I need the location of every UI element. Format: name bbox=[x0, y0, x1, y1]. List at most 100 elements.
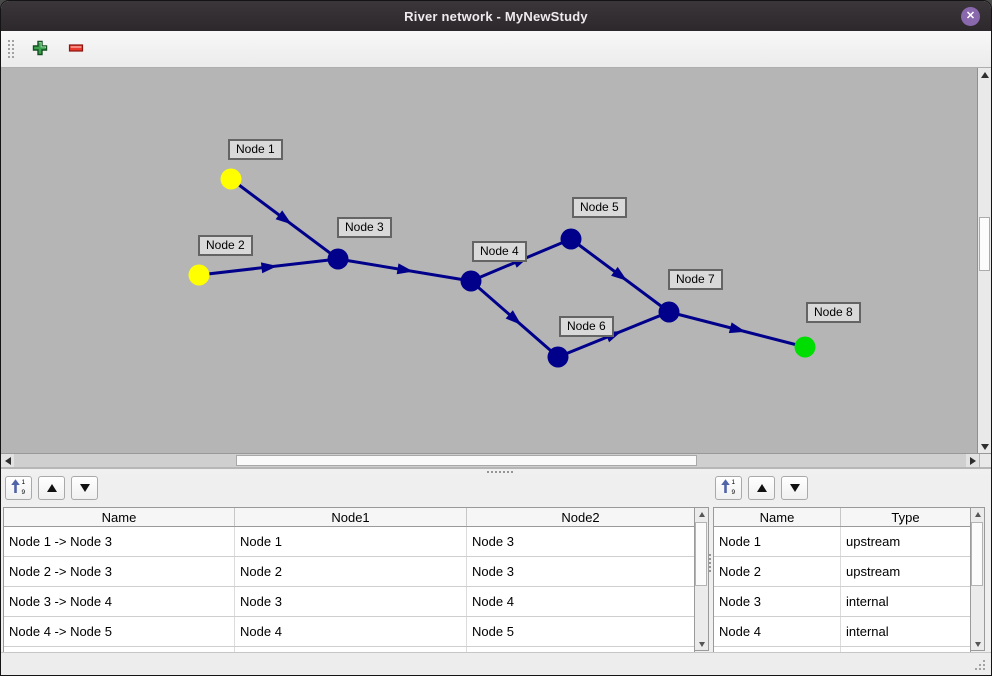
links-table-scrollbar[interactable] bbox=[695, 507, 709, 651]
node-label-node7[interactable]: Node 7 bbox=[668, 269, 723, 290]
scroll-down-button[interactable] bbox=[978, 440, 991, 453]
canvas-vscroll-track[interactable] bbox=[978, 81, 991, 440]
table-cell[interactable]: Node 1 -> Node 3 bbox=[4, 527, 235, 556]
nodes-move-up-button[interactable] bbox=[748, 476, 775, 500]
table-cell[interactable]: internal bbox=[846, 594, 889, 609]
links-scroll-thumb[interactable] bbox=[695, 522, 707, 586]
scroll-up-icon bbox=[698, 511, 705, 517]
column-header-name[interactable]: Name bbox=[714, 508, 841, 526]
scroll-down-button[interactable] bbox=[971, 638, 984, 650]
table-cell[interactable]: Node 3 -> Node 4 bbox=[4, 587, 235, 616]
scroll-up-button[interactable] bbox=[695, 508, 708, 520]
canvas-hscroll-thumb[interactable] bbox=[236, 455, 697, 466]
links-move-up-button[interactable] bbox=[38, 476, 65, 500]
node-node1[interactable] bbox=[220, 168, 242, 190]
close-button[interactable]: ✕ bbox=[961, 7, 980, 26]
table-row[interactable]: Node 3 internal bbox=[714, 587, 970, 617]
node-node2[interactable] bbox=[188, 264, 210, 286]
table-cell[interactable]: internal bbox=[846, 624, 889, 639]
column-header-node2[interactable]: Node2 bbox=[561, 509, 600, 525]
table-cell[interactable]: Node 3 bbox=[714, 587, 841, 616]
table-cell[interactable]: Node 1 bbox=[714, 527, 841, 556]
table-cell bbox=[4, 647, 235, 655]
canvas-horizontal-scrollbar[interactable] bbox=[1, 453, 991, 467]
network-canvas[interactable]: Node 1 Node 2 Node 3 Node 4 Node 5 Node 6 Node… bbox=[1, 68, 977, 453]
scroll-right-button[interactable] bbox=[966, 454, 979, 467]
canvas-vscroll-thumb[interactable] bbox=[979, 217, 990, 271]
nodes-scroll-track[interactable] bbox=[971, 520, 984, 638]
add-button[interactable] bbox=[29, 38, 51, 60]
nodes-sort-button[interactable]: 1 9 bbox=[715, 476, 742, 500]
toolbar-drag-handle[interactable] bbox=[7, 39, 15, 59]
nodes-move-down-button[interactable] bbox=[781, 476, 808, 500]
nodes-scroll-thumb[interactable] bbox=[971, 522, 983, 586]
links-sort-button[interactable]: 1 9 bbox=[5, 476, 32, 500]
column-header-type[interactable]: Type bbox=[891, 509, 920, 525]
table-cell[interactable]: Node 4 bbox=[714, 617, 841, 646]
down-arrow-icon bbox=[789, 484, 800, 492]
svg-text:1: 1 bbox=[22, 479, 26, 486]
links-scroll-track[interactable] bbox=[695, 520, 708, 638]
remove-button[interactable] bbox=[65, 38, 87, 60]
canvas-hscroll-track[interactable] bbox=[14, 454, 966, 467]
node-node5[interactable] bbox=[560, 228, 582, 250]
table-row[interactable]: Node 2 upstream bbox=[714, 557, 970, 587]
node-label-node3[interactable]: Node 3 bbox=[337, 217, 392, 238]
node-node3[interactable] bbox=[327, 248, 349, 270]
table-cell[interactable]: Node 3 bbox=[472, 534, 514, 549]
node-node8[interactable] bbox=[794, 336, 816, 358]
table-cell[interactable]: Node 2 bbox=[235, 557, 467, 586]
table-cell[interactable]: Node 4 -> Node 5 bbox=[4, 617, 235, 646]
canvas-vertical-scrollbar[interactable] bbox=[977, 68, 991, 453]
nodes-table-scrollbar[interactable] bbox=[971, 507, 985, 651]
links-move-down-button[interactable] bbox=[71, 476, 98, 500]
sort-ascending-icon: 1 9 bbox=[720, 478, 737, 498]
table-cell[interactable]: Node 3 bbox=[235, 587, 467, 616]
table-cell[interactable]: upstream bbox=[846, 534, 901, 549]
node-node7[interactable] bbox=[658, 301, 680, 323]
scroll-left-button[interactable] bbox=[1, 454, 14, 467]
scroll-left-icon bbox=[4, 456, 11, 465]
node-label-node8[interactable]: Node 8 bbox=[806, 302, 861, 323]
partial-row bbox=[714, 647, 970, 655]
column-header-name[interactable]: Name bbox=[4, 508, 235, 526]
table-cell[interactable]: Node 2 -> Node 3 bbox=[4, 557, 235, 586]
table-cell[interactable]: Node 4 bbox=[235, 617, 467, 646]
table-row[interactable]: Node 1 upstream bbox=[714, 527, 970, 557]
node-label-node1[interactable]: Node 1 bbox=[228, 139, 283, 160]
table-cell[interactable]: Node 1 bbox=[235, 527, 467, 556]
scroll-up-icon bbox=[980, 71, 989, 78]
window-title: River network - MyNewStudy bbox=[404, 8, 588, 24]
node-label-node5[interactable]: Node 5 bbox=[572, 197, 627, 218]
node-label-node4[interactable]: Node 4 bbox=[472, 241, 527, 262]
table-cell bbox=[714, 647, 841, 655]
edge-arrow-icon bbox=[728, 322, 746, 334]
tables-splitter-handle[interactable] bbox=[709, 554, 711, 572]
table-cell[interactable]: Node 5 bbox=[472, 624, 514, 639]
table-row[interactable]: Node 4 internal bbox=[714, 617, 970, 647]
scroll-up-button[interactable] bbox=[971, 508, 984, 520]
resize-grip[interactable] bbox=[975, 668, 977, 670]
scroll-up-button[interactable] bbox=[978, 68, 991, 81]
node-label-node2[interactable]: Node 2 bbox=[198, 235, 253, 256]
table-cell[interactable]: upstream bbox=[846, 564, 901, 579]
node-node6[interactable] bbox=[547, 346, 569, 368]
table-cell[interactable]: Node 4 bbox=[472, 594, 514, 609]
table-cell[interactable]: Node 3 bbox=[472, 564, 514, 579]
column-header-node1[interactable]: Node1 bbox=[235, 508, 467, 526]
scroll-down-button[interactable] bbox=[695, 638, 708, 650]
node-node4[interactable] bbox=[460, 270, 482, 292]
panels-toolbar-row: 1 9 1 9 bbox=[1, 474, 991, 502]
canvas-row: Node 1 Node 2 Node 3 Node 4 Node 5 Node 6 Node… bbox=[1, 68, 991, 453]
node-label-node6[interactable]: Node 6 bbox=[559, 316, 614, 337]
table-cell[interactable]: Node 2 bbox=[714, 557, 841, 586]
horizontal-splitter[interactable] bbox=[1, 467, 991, 474]
